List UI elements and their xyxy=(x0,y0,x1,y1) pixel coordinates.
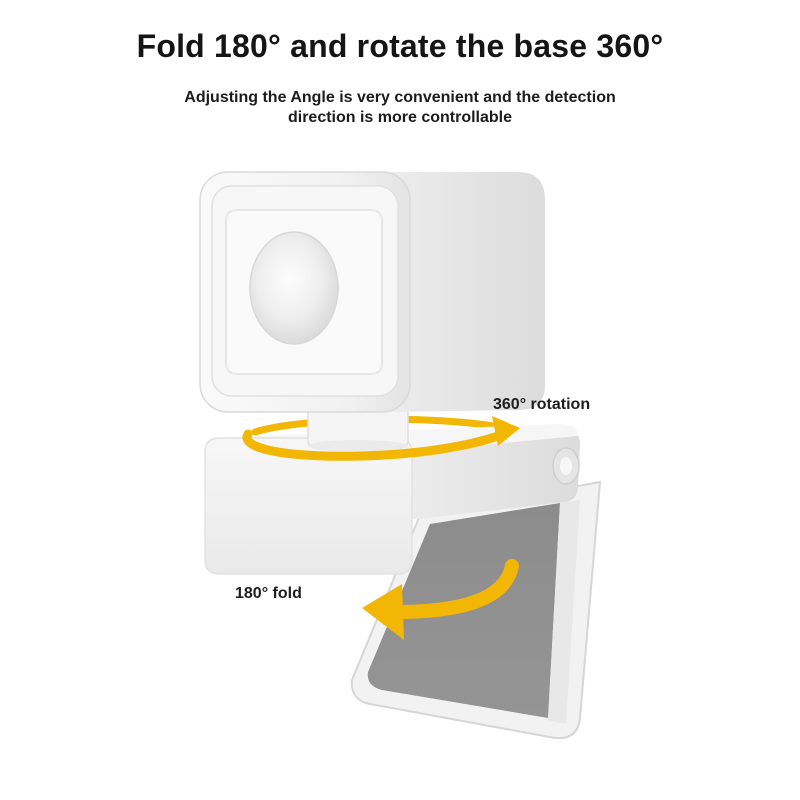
callout-180-fold: 180° fold xyxy=(235,585,302,602)
camera-side xyxy=(390,172,545,412)
fold-arrow xyxy=(388,559,519,619)
rotation-arrowhead xyxy=(492,416,520,446)
callout-360-rotation: 360° rotation xyxy=(493,396,591,413)
rotation-arrow-front xyxy=(242,427,513,461)
fold-arrowhead xyxy=(362,584,404,640)
fold-panel-highlight xyxy=(548,500,580,724)
camera-lens xyxy=(249,231,339,345)
page-subtitle: Adjusting the Angle is very convenient a… xyxy=(184,89,616,126)
page-title: Fold 180° and rotate the base 360° xyxy=(136,28,664,64)
base-block-front xyxy=(204,437,413,575)
